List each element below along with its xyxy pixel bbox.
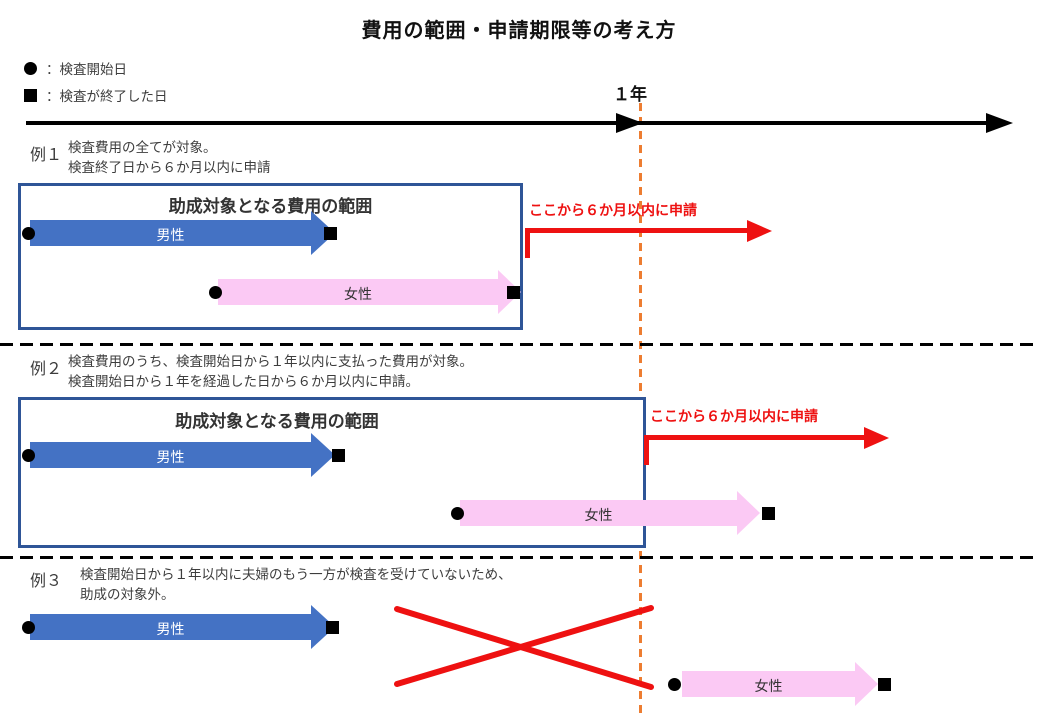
example2-female-arrow <box>460 500 737 526</box>
example1-female-end-square-icon <box>507 286 520 299</box>
exam-start-dot-icon <box>24 61 37 75</box>
example1-apply-elbow-icon <box>525 228 530 258</box>
example1-female-start-dot-icon <box>209 286 222 299</box>
legend-row-end: ：検査が終了した日 <box>24 85 168 105</box>
example1-desc-line1: 検査費用の全てが対象。 <box>68 140 217 155</box>
legend-end-label: ：検査が終了した日 <box>46 89 168 104</box>
legend-row-start: ：検査開始日 <box>24 58 168 78</box>
example2-male-label: 男性 <box>156 449 185 465</box>
example1-box-title: 助成対象となる費用の範囲 <box>168 197 373 216</box>
example3-female-label: 女性 <box>754 678 783 694</box>
example2-description: 検査費用のうち、検査開始日から１年以内に支払った費用が対象。 検査開始日から１年… <box>68 352 473 393</box>
timeline-axis-icon <box>26 113 1013 133</box>
example3-male-arrow <box>30 614 311 640</box>
example3-label: 例３ <box>30 573 63 590</box>
example1-male-end-square-icon <box>324 227 337 240</box>
example2-apply-elbow-icon <box>644 435 649 465</box>
example3-male-end-square-icon <box>326 621 339 634</box>
exam-end-square-icon <box>24 88 37 102</box>
example2-apply-line-icon <box>644 435 864 440</box>
example2-apply-arrowhead-icon <box>864 427 889 449</box>
example3-female-start-dot-icon <box>668 678 681 691</box>
example1-male-arrow <box>30 220 311 246</box>
example2-male-end-square-icon <box>332 449 345 462</box>
legend-start-label: ：検査開始日 <box>46 62 127 77</box>
separator-line-2 <box>0 556 1038 559</box>
separator-line-1 <box>0 343 1038 346</box>
example2-female-arrowhead-icon <box>737 491 760 535</box>
example1-apply-line-icon <box>525 228 747 233</box>
example3-female-arrowhead-icon <box>855 662 878 706</box>
example2-female-label: 女性 <box>584 507 613 523</box>
example1-range-box: 助成対象となる費用の範囲 <box>18 183 523 330</box>
example2-range-box: 助成対象となる費用の範囲 <box>18 397 646 548</box>
example1-label: 例１ <box>30 147 63 164</box>
example2-male-arrowhead-icon <box>311 433 335 477</box>
example1-female-arrow <box>218 279 498 305</box>
example3-desc-line2: 助成の対象外。 <box>80 587 175 603</box>
example3-male-label: 男性 <box>156 621 185 637</box>
example2-desc-line1: 検査費用のうち、検査開始日から１年以内に支払った費用が対象。 <box>68 354 473 369</box>
example2-male-arrow <box>30 442 311 468</box>
example3-female-end-square-icon <box>878 678 891 691</box>
example2-female-end-square-icon <box>762 507 775 520</box>
example3-male-start-dot-icon <box>22 621 35 634</box>
example2-female-start-dot-icon <box>451 507 464 520</box>
example3-female-arrow <box>682 671 855 697</box>
one-year-label: １年 <box>613 85 647 104</box>
example2-box-title: 助成対象となる費用の範囲 <box>175 412 379 431</box>
example1-male-label: 男性 <box>156 227 185 243</box>
example1-apply-label: ここから６か月以内に申請 <box>529 202 697 218</box>
not-eligible-cross-icon <box>394 605 654 690</box>
legend: ：検査開始日 ：検査が終了した日 <box>24 58 168 105</box>
example2-desc-line2: 検査開始日から１年を経過した日から６か月以内に申請。 <box>68 374 419 390</box>
example3-description: 検査開始日から１年以内に夫婦のもう一方が検査を受けていないため、 助成の対象外。 <box>80 565 512 606</box>
example1-desc-line2: 検査終了日から６か月以内に申請 <box>68 160 271 176</box>
example3-desc-line1: 検査開始日から１年以内に夫婦のもう一方が検査を受けていないため、 <box>80 567 512 582</box>
example1-female-label: 女性 <box>344 286 372 302</box>
example1-male-start-dot-icon <box>22 227 35 240</box>
example2-male-start-dot-icon <box>22 449 35 462</box>
example2-apply-label: ここから６か月以内に申請 <box>650 408 818 424</box>
page-title: 費用の範囲・申請期限等の考え方 <box>361 20 677 42</box>
example1-apply-arrowhead-icon <box>747 220 772 242</box>
example1-description: 検査費用の全てが対象。 検査終了日から６か月以内に申請 <box>68 138 271 179</box>
example2-label: 例２ <box>30 361 63 378</box>
